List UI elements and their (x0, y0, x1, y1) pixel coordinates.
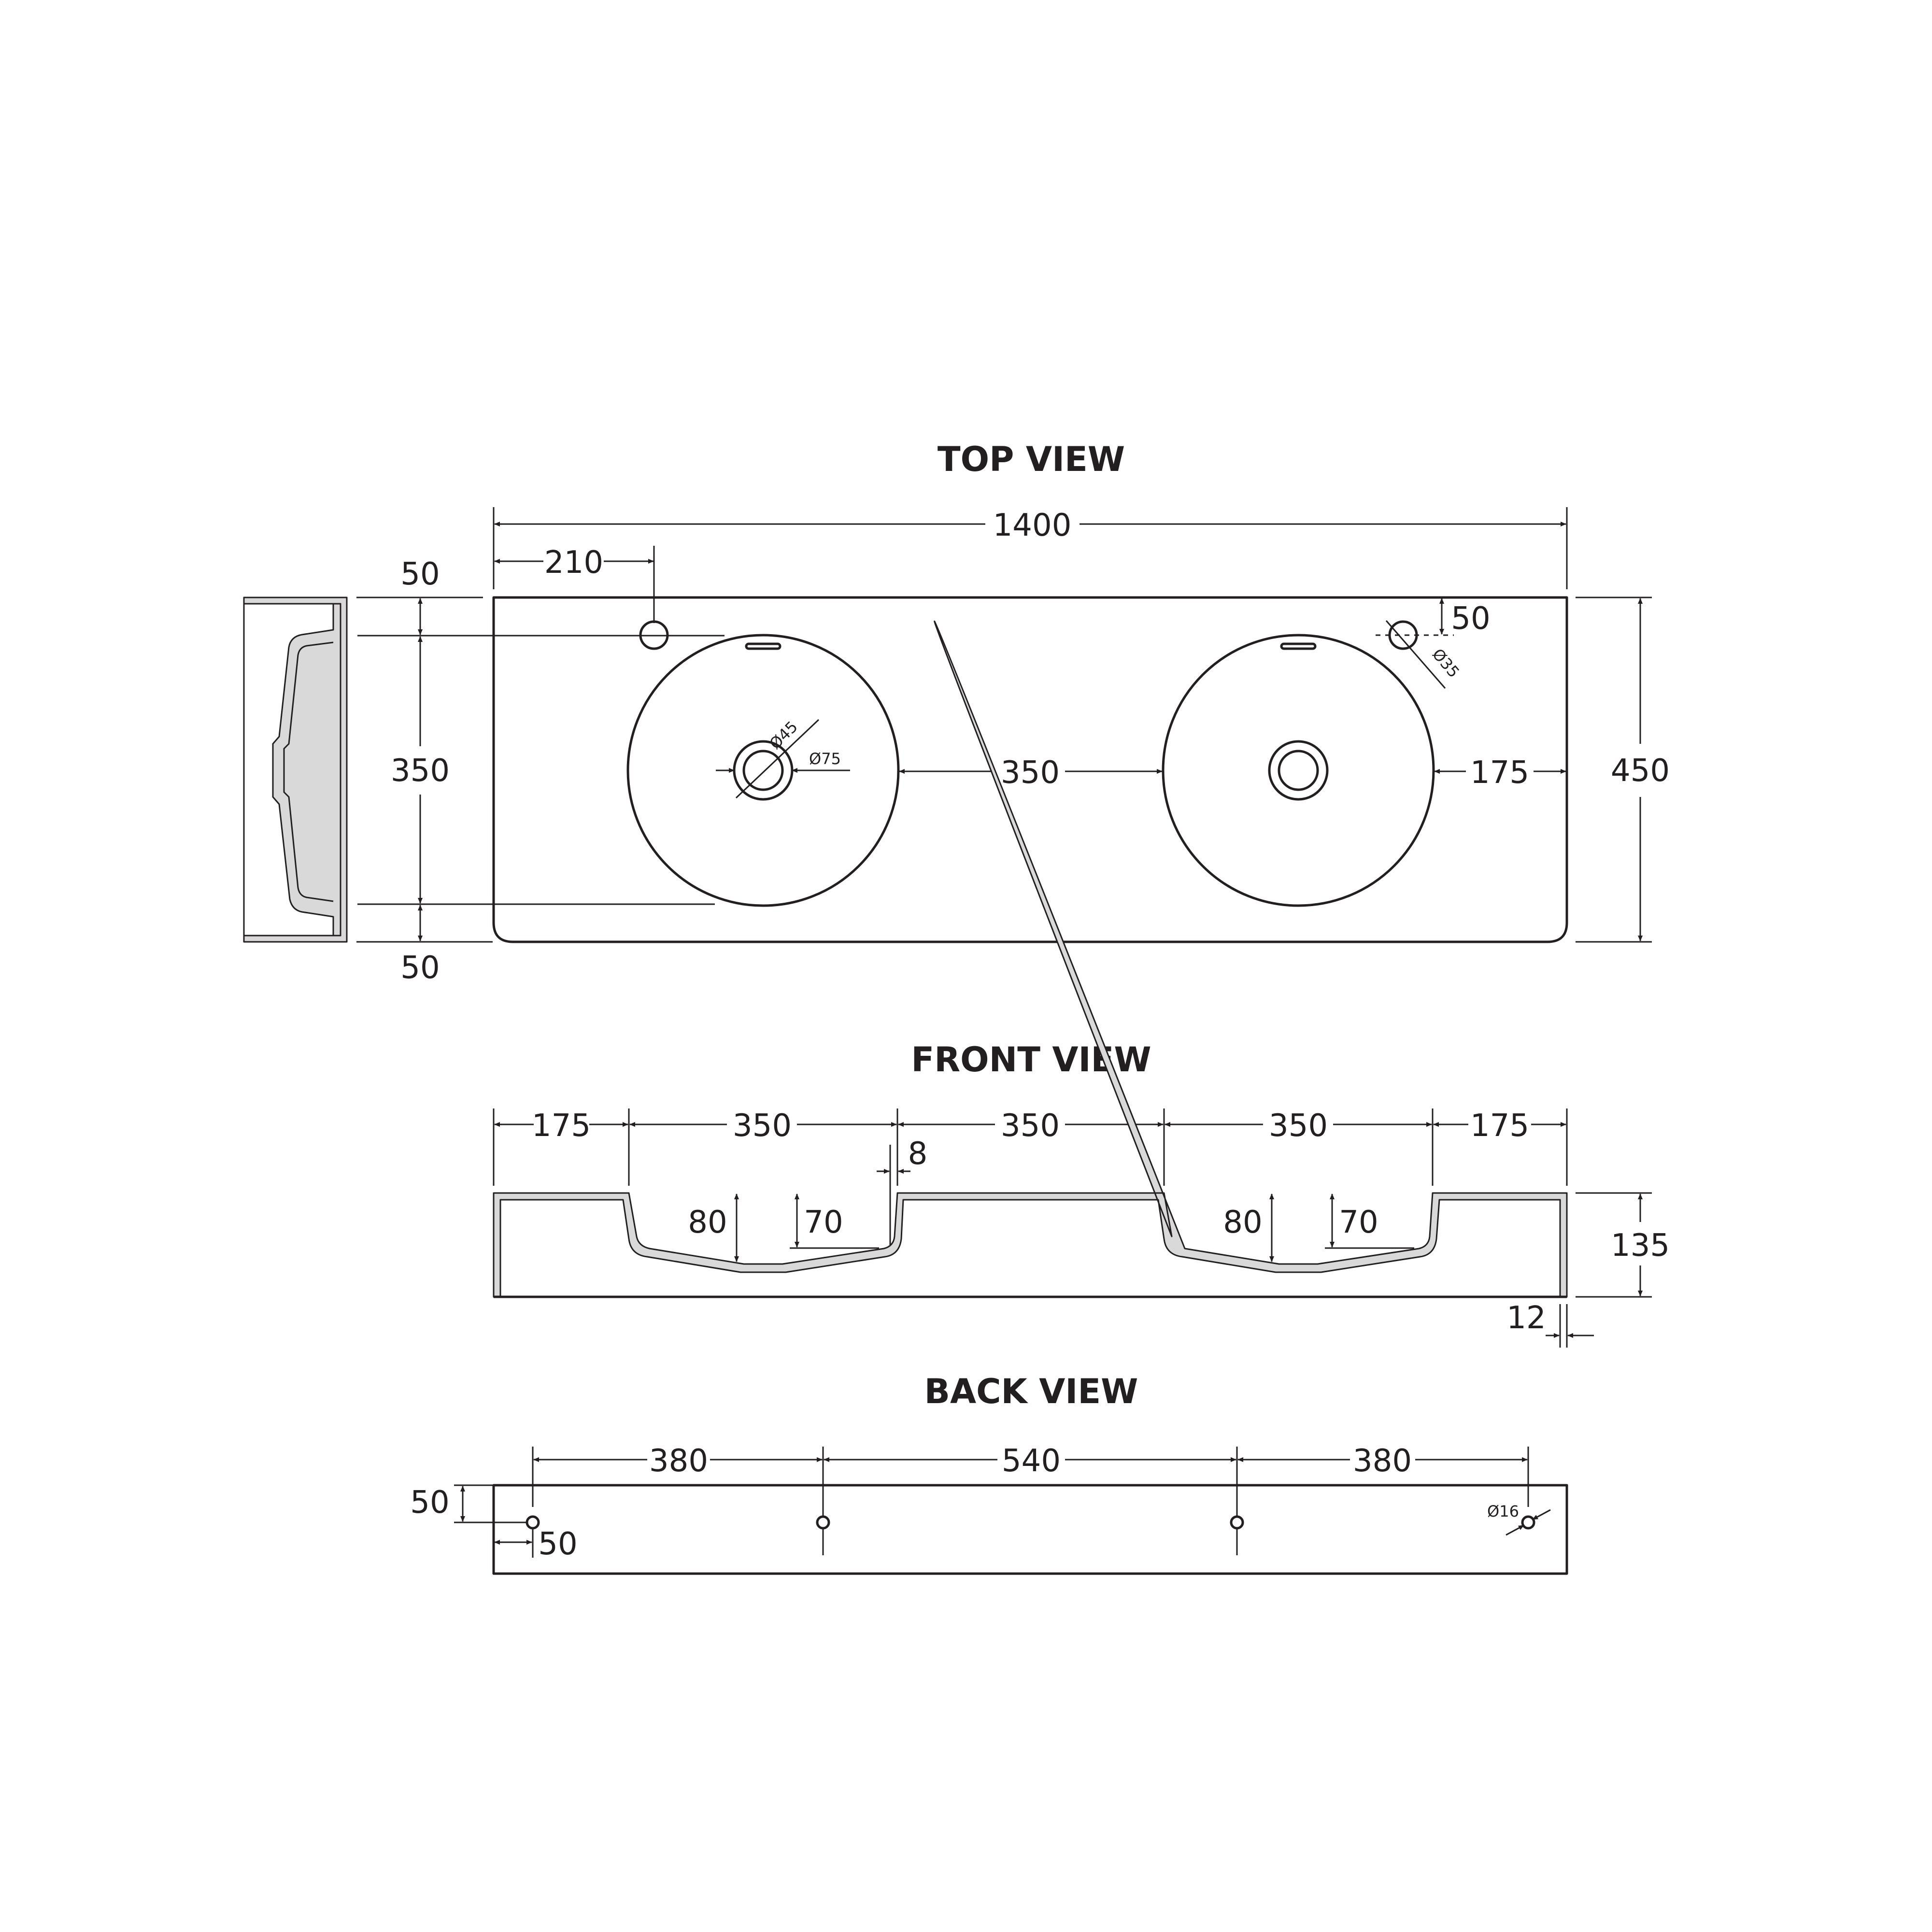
side-section (243, 597, 348, 943)
dim-text-350-front-right: 350 (1269, 1108, 1328, 1144)
right-bowl-top (1162, 634, 1435, 907)
dim-left-bowl-depth: 80 70 (688, 1193, 879, 1262)
top-view: TOP VIEW 1400 210 (243, 440, 1670, 986)
dim-text-1400: 1400 (993, 508, 1072, 543)
back-panel-outline (492, 1484, 1568, 1575)
dim-end-margin: 175 (1434, 755, 1566, 791)
dim-back-chain: 380 540 380 (533, 1443, 1528, 1479)
dim-text-50-hole-height: 50 (410, 1485, 449, 1520)
tap-hole-right (1388, 620, 1418, 650)
dim-text-80-left: 80 (688, 1205, 727, 1240)
dim-text-350-gap: 350 (1001, 755, 1060, 791)
overflow-slot-right (1280, 642, 1317, 650)
dim-text-450: 450 (1611, 753, 1670, 789)
dim-overall-width: 450 (1576, 597, 1670, 943)
dim-text-50-top-margin: 50 (400, 556, 440, 592)
dim-text-210: 210 (544, 545, 603, 581)
dim-shell-thickness: 12 (1506, 1300, 1594, 1348)
dim-text-175-front-left: 175 (532, 1108, 591, 1144)
left-bowl-top: Ø45 Ø75 (626, 634, 900, 907)
dim-text-70-left: 70 (804, 1205, 843, 1240)
dim-text-8: 8 (908, 1136, 928, 1172)
dim-text-175-front-right: 175 (1470, 1108, 1529, 1144)
fixing-hole-4 (1521, 1515, 1535, 1530)
dim-text-175-top: 175 (1470, 755, 1529, 791)
dim-overall-length: 1400 (493, 507, 1568, 589)
overflow-slot-left (745, 642, 781, 650)
top-view-title: TOP VIEW (938, 440, 1125, 479)
basin-top-outline (492, 596, 1568, 943)
dim-text-70-right: 70 (1339, 1205, 1378, 1240)
dim-side-stack: 50 350 50 (356, 556, 724, 986)
back-view-title: BACK VIEW (924, 1372, 1138, 1411)
dim-text-16: Ø16 (1487, 1502, 1519, 1520)
dim-text-380-right: 380 (1353, 1443, 1412, 1479)
dim-text-50-bottom-margin: 50 (400, 950, 440, 986)
front-view: FRONT VIEW 175 350 350 350 175 (493, 620, 1670, 1348)
dim-basin-gap: 350 (899, 755, 1163, 791)
waste-outer-right (1268, 740, 1329, 801)
fixing-hole-2 (816, 1515, 830, 1530)
dim-right-bowl-depth: 80 70 (1223, 1193, 1414, 1262)
dim-front-chain: 175 350 350 350 175 (494, 1108, 1566, 1144)
dim-text-45: Ø45 (766, 717, 801, 753)
fixing-hole-3 (1230, 1515, 1244, 1530)
dim-overall-height: 135 (1576, 1192, 1670, 1298)
dim-text-540: 540 (1002, 1443, 1061, 1479)
dim-text-75: Ø75 (809, 750, 841, 768)
dim-hole-dia: Ø16 (1487, 1502, 1551, 1536)
dim-tap-hole-setback: 50 Ø35 (1429, 598, 1491, 681)
fixing-hole-1 (526, 1515, 540, 1530)
dim-hole-edge-offset: 50 (494, 1526, 578, 1562)
dim-wall-thickness: 8 (877, 1136, 927, 1251)
dim-text-50-edge-offset: 50 (538, 1526, 577, 1562)
dim-tap-hole-offset: 210 (494, 545, 655, 623)
dim-text-380-left: 380 (649, 1443, 708, 1479)
dim-text-350-depth: 350 (391, 753, 450, 789)
dim-text-50-setback: 50 (1451, 601, 1490, 637)
dim-text-135: 135 (1611, 1228, 1670, 1264)
waste-inner-right (1278, 750, 1319, 791)
front-body (493, 620, 1568, 1298)
dim-text-12: 12 (1506, 1300, 1546, 1336)
waste-inner-left (742, 750, 784, 791)
dim-text-350-front-left: 350 (733, 1108, 792, 1144)
dim-hole-height: 50 (410, 1484, 526, 1523)
back-view: BACK VIEW 380 540 380 50 (410, 1372, 1568, 1575)
dim-text-350-front-center: 350 (1001, 1108, 1060, 1144)
dim-text-80-right: 80 (1223, 1205, 1262, 1240)
